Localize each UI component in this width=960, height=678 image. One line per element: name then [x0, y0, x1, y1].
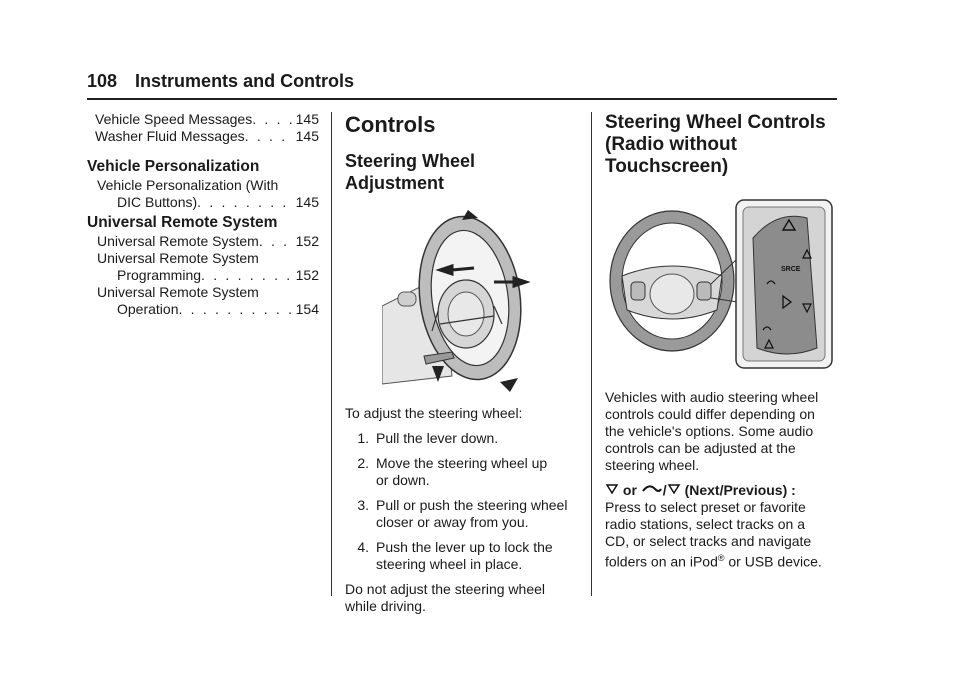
chapter-title: Instruments and Controls: [135, 71, 355, 91]
index-entry[interactable]: Vehicle Speed Messages . . . . . . . . .…: [95, 111, 319, 127]
adjust-instructions: To adjust the steering wheel: 1.Pull the…: [345, 405, 585, 615]
index-column: Vehicle Speed Messages . . . . . . . . .…: [95, 111, 319, 145]
column-divider: [591, 112, 592, 596]
index-section-title: Universal Remote System: [87, 214, 278, 231]
wheel-controls-illustration: SRCE: [607, 198, 835, 375]
index-entry[interactable]: Universal Remote System Programming . . …: [97, 250, 319, 283]
index-section-title: Vehicle Personalization: [87, 158, 260, 175]
header-rule: [87, 98, 837, 100]
index-entry[interactable]: Universal Remote System . . . .152: [97, 233, 319, 249]
voice-icon: [641, 485, 662, 492]
control-description: Press to select preset or favorite radio…: [605, 499, 822, 570]
control-label: or / (Next/Previous) :: [605, 482, 845, 499]
steering-adjust-illustration: [381, 206, 531, 401]
next-icon: [605, 484, 619, 495]
index-entry[interactable]: Washer Fluid Messages . . . . . . . . . …: [95, 128, 319, 144]
controls-description: Vehicles with audio steering wheel contr…: [605, 389, 845, 571]
intro-text: To adjust the steering wheel:: [345, 405, 523, 421]
srce-label: SRCE: [781, 266, 801, 273]
index-entry[interactable]: Vehicle Personalization (With DIC Button…: [97, 177, 319, 210]
page-number: 108: [87, 71, 118, 91]
intro-paragraph: Vehicles with audio steering wheel contr…: [605, 389, 819, 473]
previous-icon: [667, 484, 681, 495]
page-header: 108 Instruments and Controls: [87, 71, 354, 92]
steps-list: 1.Pull the lever down. 2.Move the steeri…: [345, 430, 585, 573]
index-section-remote: Universal Remote System Universal Remote…: [87, 206, 319, 318]
index-section-personalization: Vehicle Personalization Vehicle Personal…: [87, 150, 319, 211]
column-divider: [331, 112, 332, 596]
list-item: 1.Pull the lever down.: [357, 430, 499, 446]
index-entry[interactable]: Universal Remote System Operation . . . …: [97, 284, 319, 317]
up-arrow: [462, 210, 478, 220]
section-heading: Controls: [345, 112, 436, 137]
